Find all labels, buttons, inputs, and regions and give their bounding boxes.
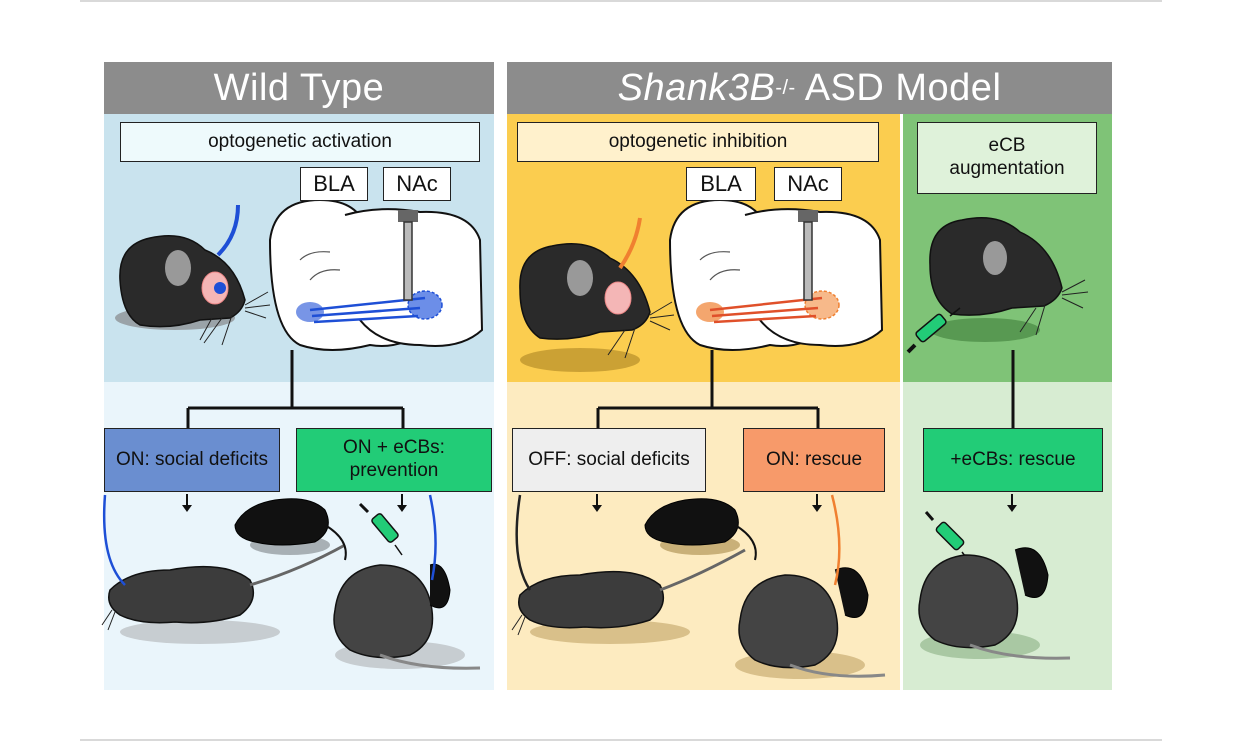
asd-right-arrow [812,494,822,512]
wt-stranger-mouse-icon [234,498,347,561]
aug-syringe-bottom-icon [924,511,969,561]
wt-right-arrow [397,494,407,512]
top-rule [80,0,1162,2]
aug-arrow [1007,494,1017,512]
asd-brain-slices-icon [668,198,884,351]
aug-rescued-mouse-icon [918,547,1071,660]
wild-type-header: Wild Type [104,62,494,114]
aug-head-mouse-icon [929,217,1089,336]
asd-model-label: ASD Model [795,66,1002,109]
asd-left-arrow [592,494,602,512]
asd-branch-connector [596,350,820,428]
gene-name: Shank3B [617,66,776,109]
wt-nac-label: NAc [383,167,451,201]
asd-head-mouse-icon [519,217,675,359]
aug-outcome-rescue: +eCBs: rescue [923,428,1103,492]
aug-mouse-shadow [930,318,1040,342]
genotype-superscript: -/- [775,76,796,99]
aug-method-label: eCB augmentation [917,122,1097,194]
wt-bla-label: BLA [300,167,368,201]
aug-method-line2: augmentation [949,158,1065,179]
asd-mouse-shadow [520,348,640,372]
asd-outcome-rescue: ON: rescue [743,428,885,492]
asd-bla-label: BLA [686,167,756,201]
wt-runner-shadow [120,620,280,644]
asd-rescued-mouse-icon [735,494,886,679]
asd-method-label: optogenetic inhibition [517,122,879,162]
wt-treated-mouse-icon [333,494,481,670]
asd-running-mouse-icon [511,494,746,636]
wt-running-mouse-icon [101,494,346,631]
bottom-rule [80,739,1162,741]
wt-head-mouse-icon [119,204,271,346]
asd-outcome-social-deficits: OFF: social deficits [512,428,706,492]
wt-outcome-prevention: ON + eCBs: prevention [296,428,492,492]
wt-branch-connector [186,350,405,428]
aug-method-line1: eCB [988,135,1026,157]
wt-brain-slices-icon [268,198,484,351]
wt-syringe-icon [358,502,403,556]
asd-model-header: Shank3B-/- ASD Model [507,62,1112,114]
wt-method-label: optogenetic activation [120,122,480,162]
wt-left-arrow [182,494,192,512]
aug-syringe-icon [906,307,961,354]
asd-stranger-mouse-icon [644,498,757,561]
wt-outcome-social-deficits: ON: social deficits [104,428,280,492]
asd-nac-label: NAc [774,167,842,201]
